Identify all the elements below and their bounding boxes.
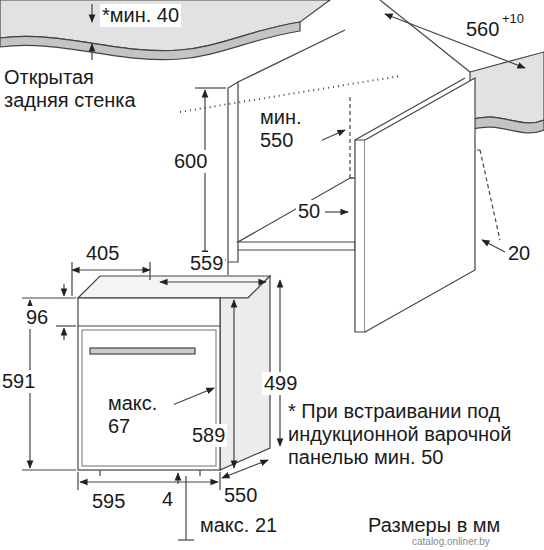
dimension-value: 559 [188,252,225,275]
note-star-dim: *мин. 40 [100,4,181,27]
dimension-value: 560 [464,18,501,41]
dimension-value: 96 [24,306,50,329]
dimension-value: 50 [296,200,322,223]
dimension-value: 550 [222,484,259,507]
dimension-value: 4 [160,488,175,511]
dimension-value: макс. 67 [106,392,174,438]
units-note: Размеры в мм [366,514,502,537]
dimension-value: 591 [0,370,37,393]
dimension-value: 405 [84,242,121,265]
dimension-value: мин. 550 [258,106,322,152]
dimension-value: 595 [90,490,127,513]
dimension-value: 20 [506,242,532,265]
note-text: Открытая задняя стенка [2,66,156,112]
dimension-value: макс. 21 [198,514,279,537]
dimension-value: 589 [190,424,227,447]
dimension-value: 600 [172,150,209,173]
watermark: catalog.onliner.by [410,536,492,548]
dimension-value: 499 [262,372,299,395]
note-text: * При встраивании под индукционной вароч… [286,400,542,469]
tolerance: +10 [500,12,526,27]
